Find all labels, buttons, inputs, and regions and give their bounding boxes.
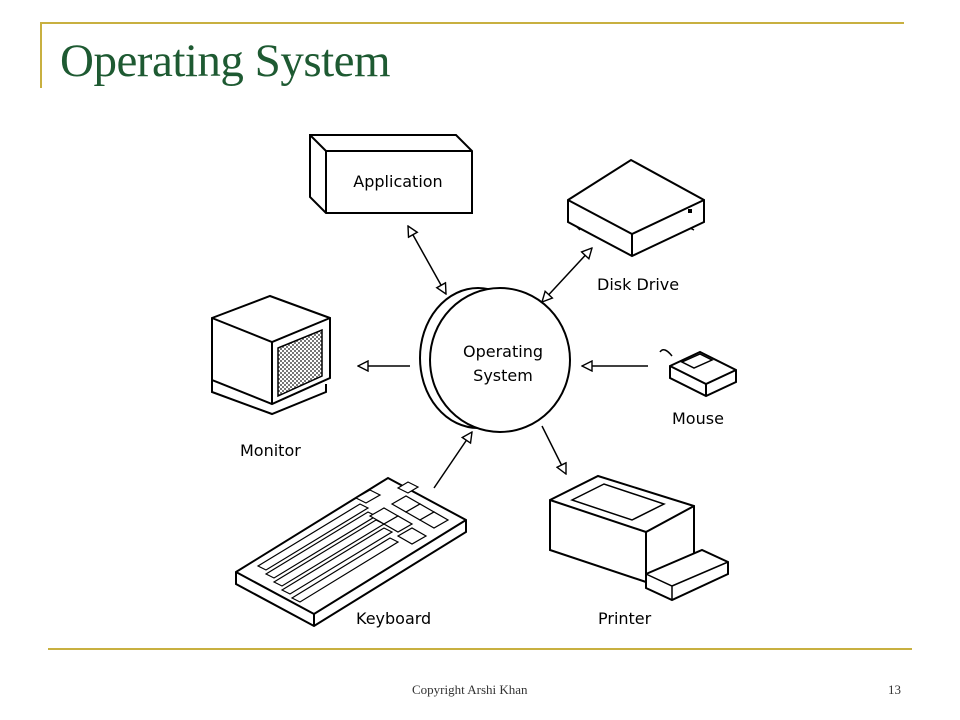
operating-system-node: Operating System <box>419 287 571 433</box>
disk-drive-node: Disk Drive <box>567 158 705 294</box>
keyboard-node: Keyboard <box>235 476 467 628</box>
disk-drive-label: Disk Drive <box>597 275 679 294</box>
monitor-label: Monitor <box>240 441 301 460</box>
printer-label: Printer <box>598 609 652 628</box>
application-node: Application <box>309 134 473 214</box>
left-rule <box>40 22 42 88</box>
page-number: 13 <box>888 682 901 697</box>
bottom-rule <box>48 648 912 650</box>
application-label: Application <box>353 172 442 191</box>
keyboard-label: Keyboard <box>356 609 431 628</box>
footer-copyright: Copyright Arshi Khan <box>412 682 528 697</box>
top-rule <box>40 22 904 24</box>
page-title: Operating System <box>60 35 391 87</box>
arrow-os-to-printer <box>541 425 566 474</box>
arrow-disk-os <box>542 248 592 302</box>
mouse-label: Mouse <box>672 409 724 428</box>
monitor-node: Monitor <box>211 294 331 460</box>
printer-node: Printer <box>549 474 729 628</box>
os-label-line1: Operating <box>463 342 543 361</box>
mouse-node: Mouse <box>659 349 737 428</box>
arrow-application-os <box>408 226 446 294</box>
os-label-line2: System <box>473 366 533 385</box>
arrow-keyboard-to-os <box>433 432 472 489</box>
